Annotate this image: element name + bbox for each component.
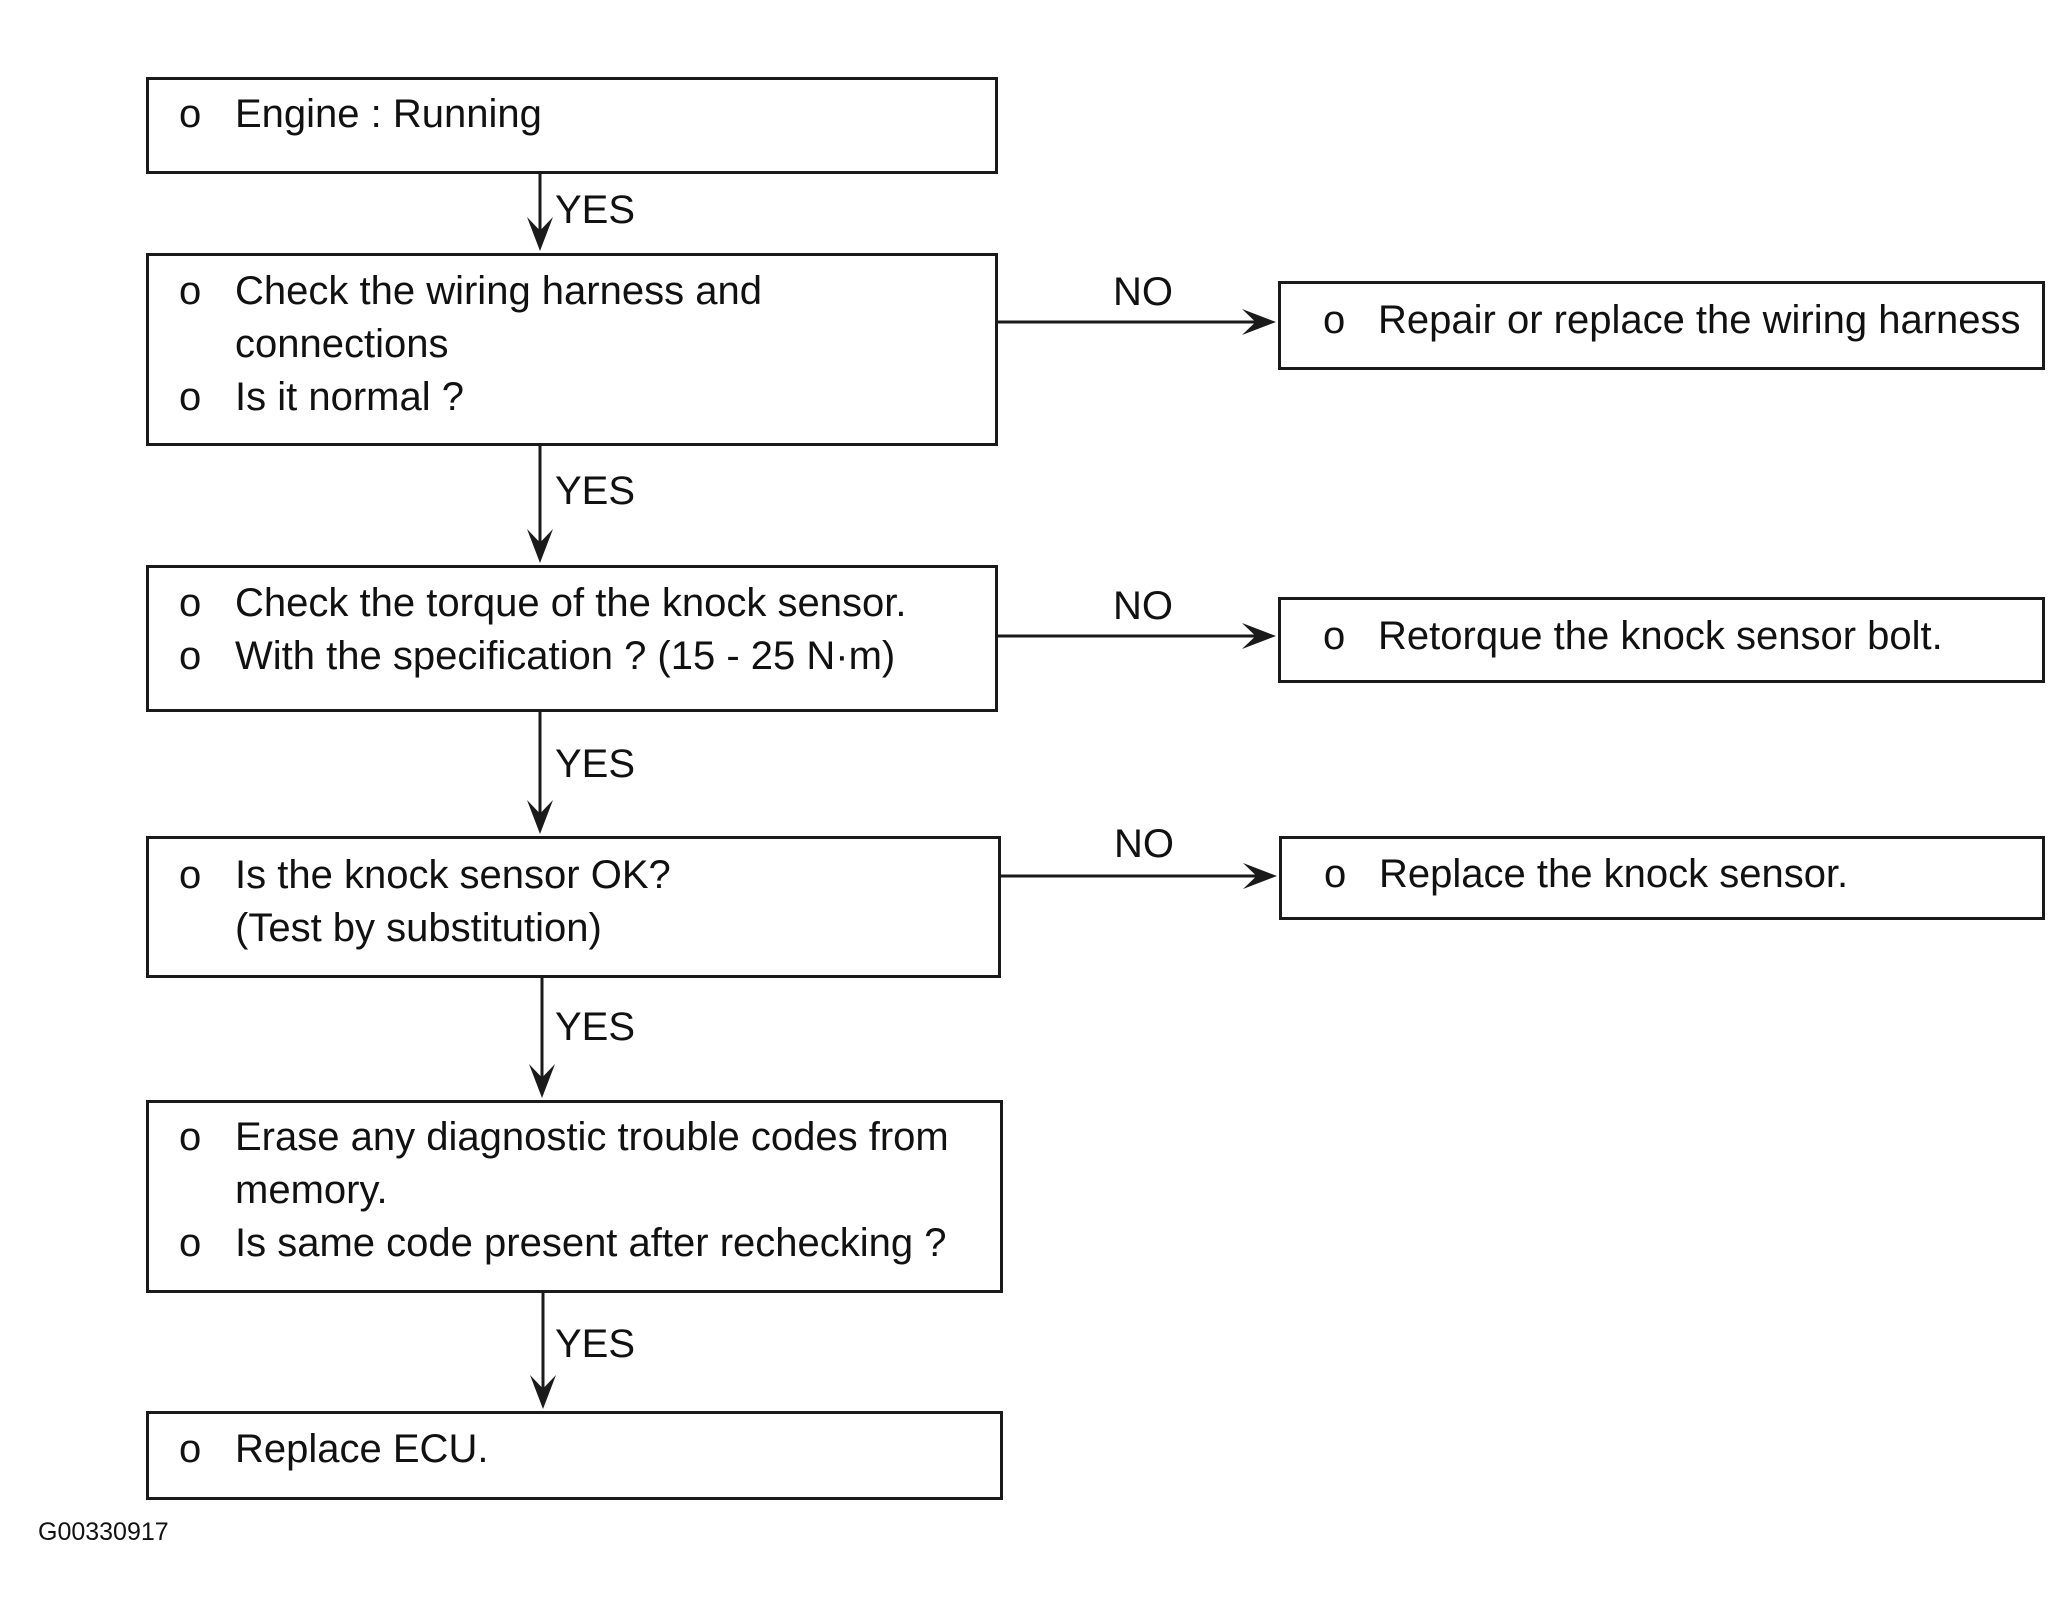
yes-arrow	[527, 174, 553, 251]
line-text: Repair or replace the wiring harness	[1378, 298, 2021, 342]
yes-arrow	[529, 978, 555, 1098]
line-text: Replace ECU.	[235, 1427, 489, 1471]
yes-label: YES	[555, 742, 636, 786]
line-text: Check the wiring harness and	[235, 269, 762, 313]
line-text: (Test by substitution)	[235, 906, 602, 950]
bullet-marker: o	[1324, 852, 1347, 896]
line-text: Is it normal ?	[235, 375, 464, 419]
bullet-marker: o	[179, 1427, 202, 1471]
line-text: Is the knock sensor OK?	[235, 853, 671, 897]
yes-arrow	[527, 446, 553, 563]
yes-arrow	[530, 1293, 556, 1409]
line-text: With the specification ? (15 - 25 N·m)	[235, 634, 896, 678]
yes-label: YES	[555, 469, 636, 513]
yes-label: YES	[555, 1005, 636, 1049]
figure-code: G00330917	[38, 1518, 169, 1546]
line-text: memory.	[235, 1168, 388, 1212]
yes-arrow	[527, 712, 553, 834]
step-box-erase-codes: o Erase any diagnostic trouble codes from…	[146, 1100, 1003, 1293]
no-arrow	[998, 309, 1276, 335]
line-text: Is same code present after rechecking ?	[235, 1221, 947, 1265]
bullet-marker: o	[1323, 614, 1346, 658]
line-text: Retorque the knock sensor bolt.	[1378, 614, 1943, 658]
bullet-marker: o	[179, 1221, 202, 1265]
bullet-marker: o	[179, 375, 202, 419]
line-text: connections	[235, 322, 449, 366]
no-arrow	[998, 623, 1276, 649]
line-text: Engine : Running	[235, 92, 542, 136]
bullet-marker: o	[179, 581, 202, 625]
step-box-knock-sensor-ok: o Is the knock sensor OK? (Test by substit…	[146, 836, 1001, 978]
no-label: NO	[1114, 822, 1174, 866]
step-box-check-wiring: o Check the wiring harness and connections…	[146, 253, 998, 446]
line-text: Erase any diagnostic trouble codes from	[235, 1115, 949, 1159]
action-box-replace-sensor: o Replace the knock sensor.	[1279, 836, 2045, 920]
no-label: NO	[1113, 584, 1173, 628]
line-text: Check the torque of the knock sensor.	[235, 581, 907, 625]
action-box-retorque-bolt: o Retorque the knock sensor bolt.	[1278, 597, 2045, 683]
bullet-marker: o	[1323, 298, 1346, 342]
line-text: Replace the knock sensor.	[1379, 852, 1849, 896]
step-box-engine-running: o Engine : Running	[146, 77, 998, 174]
yes-label: YES	[555, 188, 636, 232]
bullet-marker: o	[179, 634, 202, 678]
bullet-marker: o	[179, 269, 202, 313]
action-box-repair-harness: o Repair or replace the wiring harness	[1278, 281, 2045, 370]
bullet-marker: o	[179, 1115, 202, 1159]
step-box-replace-ecu: o Replace ECU.	[146, 1411, 1003, 1500]
no-arrow	[1001, 863, 1277, 889]
yes-label: YES	[555, 1322, 636, 1366]
bullet-marker: o	[179, 92, 202, 136]
bullet-marker: o	[179, 853, 202, 897]
no-label: NO	[1113, 270, 1173, 314]
